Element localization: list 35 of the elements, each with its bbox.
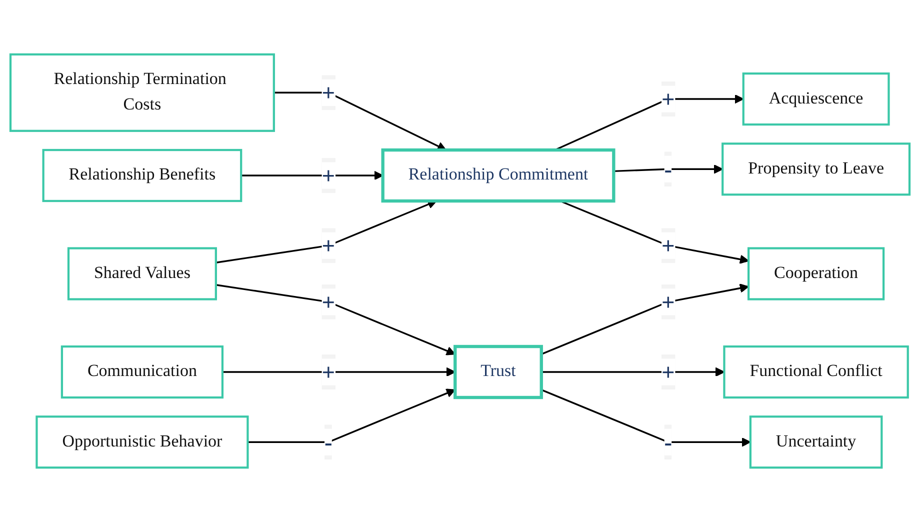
node-box: Acquiescence xyxy=(742,72,890,126)
edge-label: + xyxy=(322,79,336,106)
node-box: Communication xyxy=(60,345,224,399)
node-box: Shared Values xyxy=(67,247,217,300)
edge-label: + xyxy=(661,288,675,316)
node-box: Cooperation xyxy=(747,247,885,300)
arrow xyxy=(541,284,749,355)
edge-label: - xyxy=(664,428,672,456)
edge-label: + xyxy=(322,358,336,386)
node-box: Opportunistic Behavior xyxy=(36,416,249,469)
edge-label: + xyxy=(322,232,336,259)
node-box: Trust xyxy=(454,344,543,400)
edge-label: - xyxy=(324,428,332,456)
edge-label: + xyxy=(322,162,336,189)
node-box: Functional Conflict xyxy=(723,345,909,399)
arrow xyxy=(248,388,456,443)
arrow xyxy=(560,200,749,264)
node-box: Relationship Commitment xyxy=(381,148,616,203)
arrow xyxy=(216,284,456,356)
node-box: Relationship Benefits xyxy=(42,148,242,202)
edge-label: - xyxy=(664,156,672,182)
arrow xyxy=(241,170,384,180)
arrow xyxy=(274,92,446,151)
arrow xyxy=(541,367,725,377)
arrow xyxy=(541,389,751,447)
arrow xyxy=(554,94,744,151)
arrow xyxy=(222,367,456,377)
node-box: Relationship Termination Costs xyxy=(9,53,275,132)
edge-label: + xyxy=(661,86,675,112)
node-box: Propensity to Leave xyxy=(722,142,911,196)
edge-label: + xyxy=(661,232,675,259)
edge-label: + xyxy=(661,358,675,386)
node-box: Uncertainty xyxy=(749,416,883,469)
edge-label: + xyxy=(322,288,336,316)
arrow xyxy=(614,164,724,174)
